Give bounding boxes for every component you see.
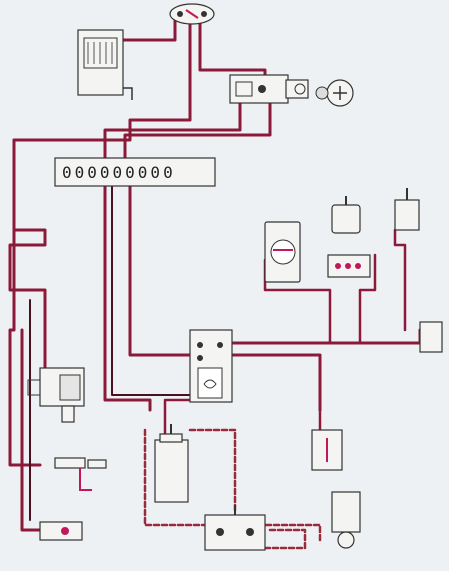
temperature-sender — [311, 429, 343, 471]
wire-starter-down2 — [123, 98, 272, 167]
horn-connector — [419, 321, 443, 353]
wire-fuse-to-relay-3 — [103, 183, 152, 412]
wire-starter-down — [103, 98, 242, 167]
headlight-switch-dial — [315, 79, 354, 107]
wire-fuse-to-relay-1 — [128, 183, 192, 357]
junction-box-bottom — [204, 505, 266, 551]
wire-dashed-coil — [143, 428, 322, 542]
wire-relay-coil — [163, 398, 197, 442]
fuel-gauge-sender — [264, 221, 301, 283]
relay-block — [189, 329, 233, 403]
starter-switch — [229, 74, 309, 104]
fuse-box-label: 000000000 — [62, 163, 176, 182]
wire-right-pressure — [393, 228, 407, 332]
wire-left-lower — [20, 328, 42, 532]
wire-left-outer — [8, 138, 42, 467]
wire-right-washer — [358, 253, 377, 345]
battery — [77, 29, 133, 100]
ignition-coil — [154, 424, 189, 503]
wire-top-to-starter — [198, 20, 267, 82]
wiper-motor — [27, 367, 85, 423]
connector-block — [327, 254, 371, 278]
washer-reservoir — [331, 196, 361, 234]
oil-pressure-sender — [394, 188, 420, 231]
wire-fuse-to-relay-2 — [111, 184, 191, 396]
brake-light-switch — [54, 457, 107, 491]
ignition-switch — [169, 3, 215, 25]
distributor — [331, 491, 361, 549]
ground-terminal — [39, 521, 83, 541]
wire-relay-right-1 — [230, 328, 422, 345]
wire-dashed-relay — [188, 428, 237, 512]
wire-left-main — [8, 18, 192, 382]
fuse-box: 000000000 — [54, 157, 216, 187]
wire-relay-right-2 — [230, 353, 322, 412]
